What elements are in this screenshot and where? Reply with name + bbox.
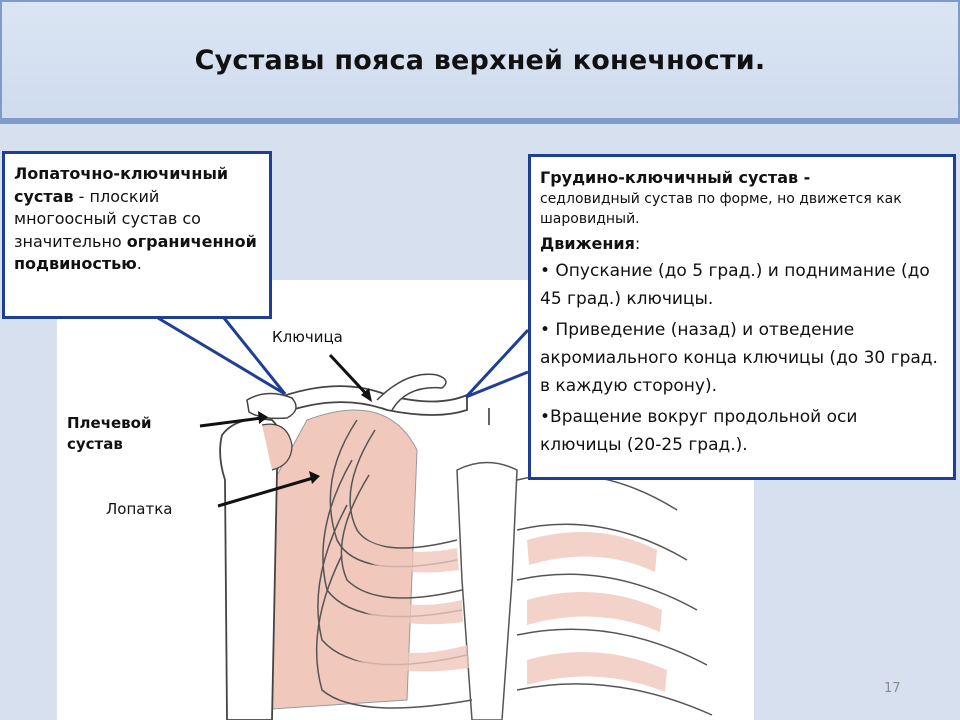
sc-joint-heading: Грудино-ключичный сустав - xyxy=(540,168,811,187)
ac-joint-desc: - плоский многоосный сустав со значитель… xyxy=(14,186,201,251)
movements-colon: : xyxy=(634,234,641,253)
movement-item: •Вращение вокруг продольной оси ключицы … xyxy=(540,407,858,455)
title-bar: Суставы пояса верхней конечности. xyxy=(0,0,960,120)
ac-joint-end: . xyxy=(136,254,142,273)
ac-joint-mobility: ограниченной подвиностью xyxy=(14,231,257,274)
title-divider xyxy=(0,120,960,124)
clavicle-label: Ключица xyxy=(272,328,343,346)
movement-item: • Опускание (до 5 град.) и поднимание (д… xyxy=(540,261,930,309)
sternoclavicular-callout: Грудино-ключичный сустав - седловидный с… xyxy=(528,154,956,480)
shoulder-joint-label: Плечевой сустав xyxy=(67,414,152,453)
sc-joint-subtitle: седловидный сустав по форме, но движется… xyxy=(540,191,902,227)
movements-label: Движения xyxy=(540,234,635,253)
ac-joint-name: Лопаточно-ключичный сустав xyxy=(14,164,229,206)
acromioclavicular-callout: Лопаточно-ключичный сустав - плоский мно… xyxy=(2,151,272,319)
page-number: 17 xyxy=(884,681,901,696)
scapula-label: Лопатка xyxy=(106,500,173,518)
movements-heading: Движения: xyxy=(540,231,944,257)
movement-item: • Приведение (назад) и отведение акромиа… xyxy=(540,320,938,396)
slide-title: Суставы пояса верхней конечности. xyxy=(194,44,766,76)
